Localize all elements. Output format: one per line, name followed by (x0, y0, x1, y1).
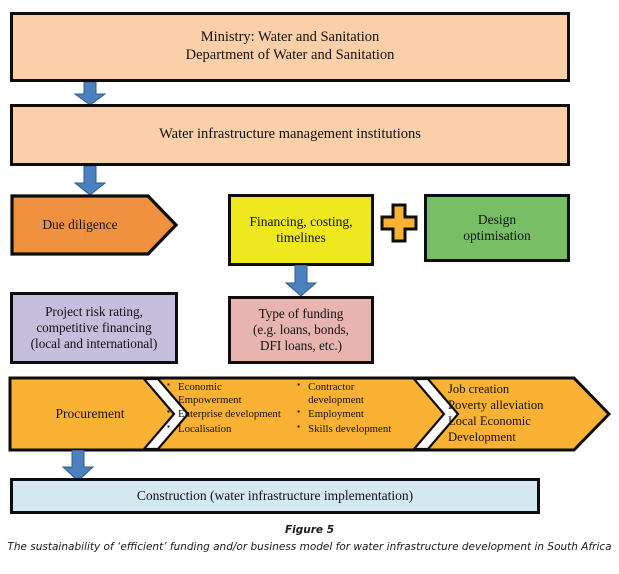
construction-box: Construction (water infrastructure imple… (10, 478, 540, 514)
outcome-line-2: Local Economic (448, 414, 531, 429)
ministry-box: Ministry: Water and Sanitation Departmen… (10, 12, 570, 82)
outcome-line-0: Job creation (448, 382, 510, 396)
chevron-left-item-2: Localisation (178, 422, 232, 435)
design-optimisation-box: Design optimisation (424, 194, 570, 262)
chevron-right-item-0: Contractor development (308, 381, 364, 407)
project-risk-line-1: Project risk rating, (45, 303, 143, 319)
procurement-chevron-banner: Procurement Economic Empowerment Enterpr… (8, 376, 612, 452)
due-diligence-label: Due diligence (42, 217, 118, 232)
water-infrastructure-label: Water infrastructure management institut… (159, 126, 421, 143)
outcome-line-1: Poverty alleviation (448, 398, 544, 413)
design-line-2: optimisation (463, 228, 531, 243)
type-of-funding-box: Type of funding (e.g. loans, bonds, DFI … (228, 296, 374, 364)
list-item: Skills development (297, 422, 411, 436)
ministry-line-1: Ministry: Water and Sanitation (200, 29, 380, 46)
chevron-column-right: Contractor development Employment Skills… (296, 380, 411, 451)
arrow-procurement-to-construction (62, 450, 94, 482)
arrow-ministry-to-water-infrastructure (74, 82, 106, 106)
construction-label: Construction (water infrastructure imple… (136, 487, 414, 503)
arrow-financing-to-type-of-funding (285, 265, 317, 297)
design-line-1: Design (477, 211, 517, 227)
financing-box: Financing, costing, timelines (228, 194, 374, 266)
project-risk-box: Project risk rating, competitive financi… (10, 292, 178, 364)
type-of-funding-line-1: Type of funding (258, 305, 344, 321)
project-risk-line-3: (local and international) (30, 336, 158, 352)
list-item: Employment (297, 407, 411, 421)
financing-line-1: Financing, costing, (249, 213, 353, 229)
plus-icon (380, 203, 418, 243)
figure-caption: Figure 5 The sustainability of ‘efficien… (0, 524, 619, 553)
figure-number: Figure 5 (284, 524, 335, 536)
chevron-middle-columns: Economic Empowerment Enterprise developm… (166, 380, 411, 451)
list-item: Enterprise development (167, 407, 286, 421)
list-item: Localisation (167, 422, 286, 436)
chevron-column-left: Economic Empowerment Enterprise developm… (166, 380, 286, 451)
chevron-outcomes-list: Job creation Poverty alleviation Local E… (448, 381, 598, 445)
chevron-right-item-2: Skills development (308, 422, 392, 435)
type-of-funding-line-3: DFI loans, etc.) (259, 338, 343, 354)
figure-caption-text: The sustainability of ‘efficient’ fundin… (7, 541, 612, 553)
water-infrastructure-box: Water infrastructure management institut… (10, 104, 570, 166)
ministry-line-2: Department of Water and Sanitation (185, 47, 395, 63)
type-of-funding-line-2: (e.g. loans, bonds, (253, 321, 349, 337)
list-item: Contractor development (297, 380, 411, 407)
list-item: Economic Empowerment (167, 380, 286, 407)
chevron-left-item-0: Economic Empowerment (178, 381, 242, 407)
arrow-water-infrastructure-to-due-diligence (74, 166, 106, 196)
due-diligence-shape: Due diligence (10, 194, 178, 256)
chevron-left-item-1: Enterprise development (178, 408, 281, 421)
chevron-right-item-1: Employment (308, 408, 364, 421)
financing-line-2: timelines (276, 230, 326, 245)
procurement-label: Procurement (55, 406, 125, 421)
project-risk-line-2: competitive financing (36, 319, 152, 335)
outcome-line-3: Development (448, 430, 516, 445)
